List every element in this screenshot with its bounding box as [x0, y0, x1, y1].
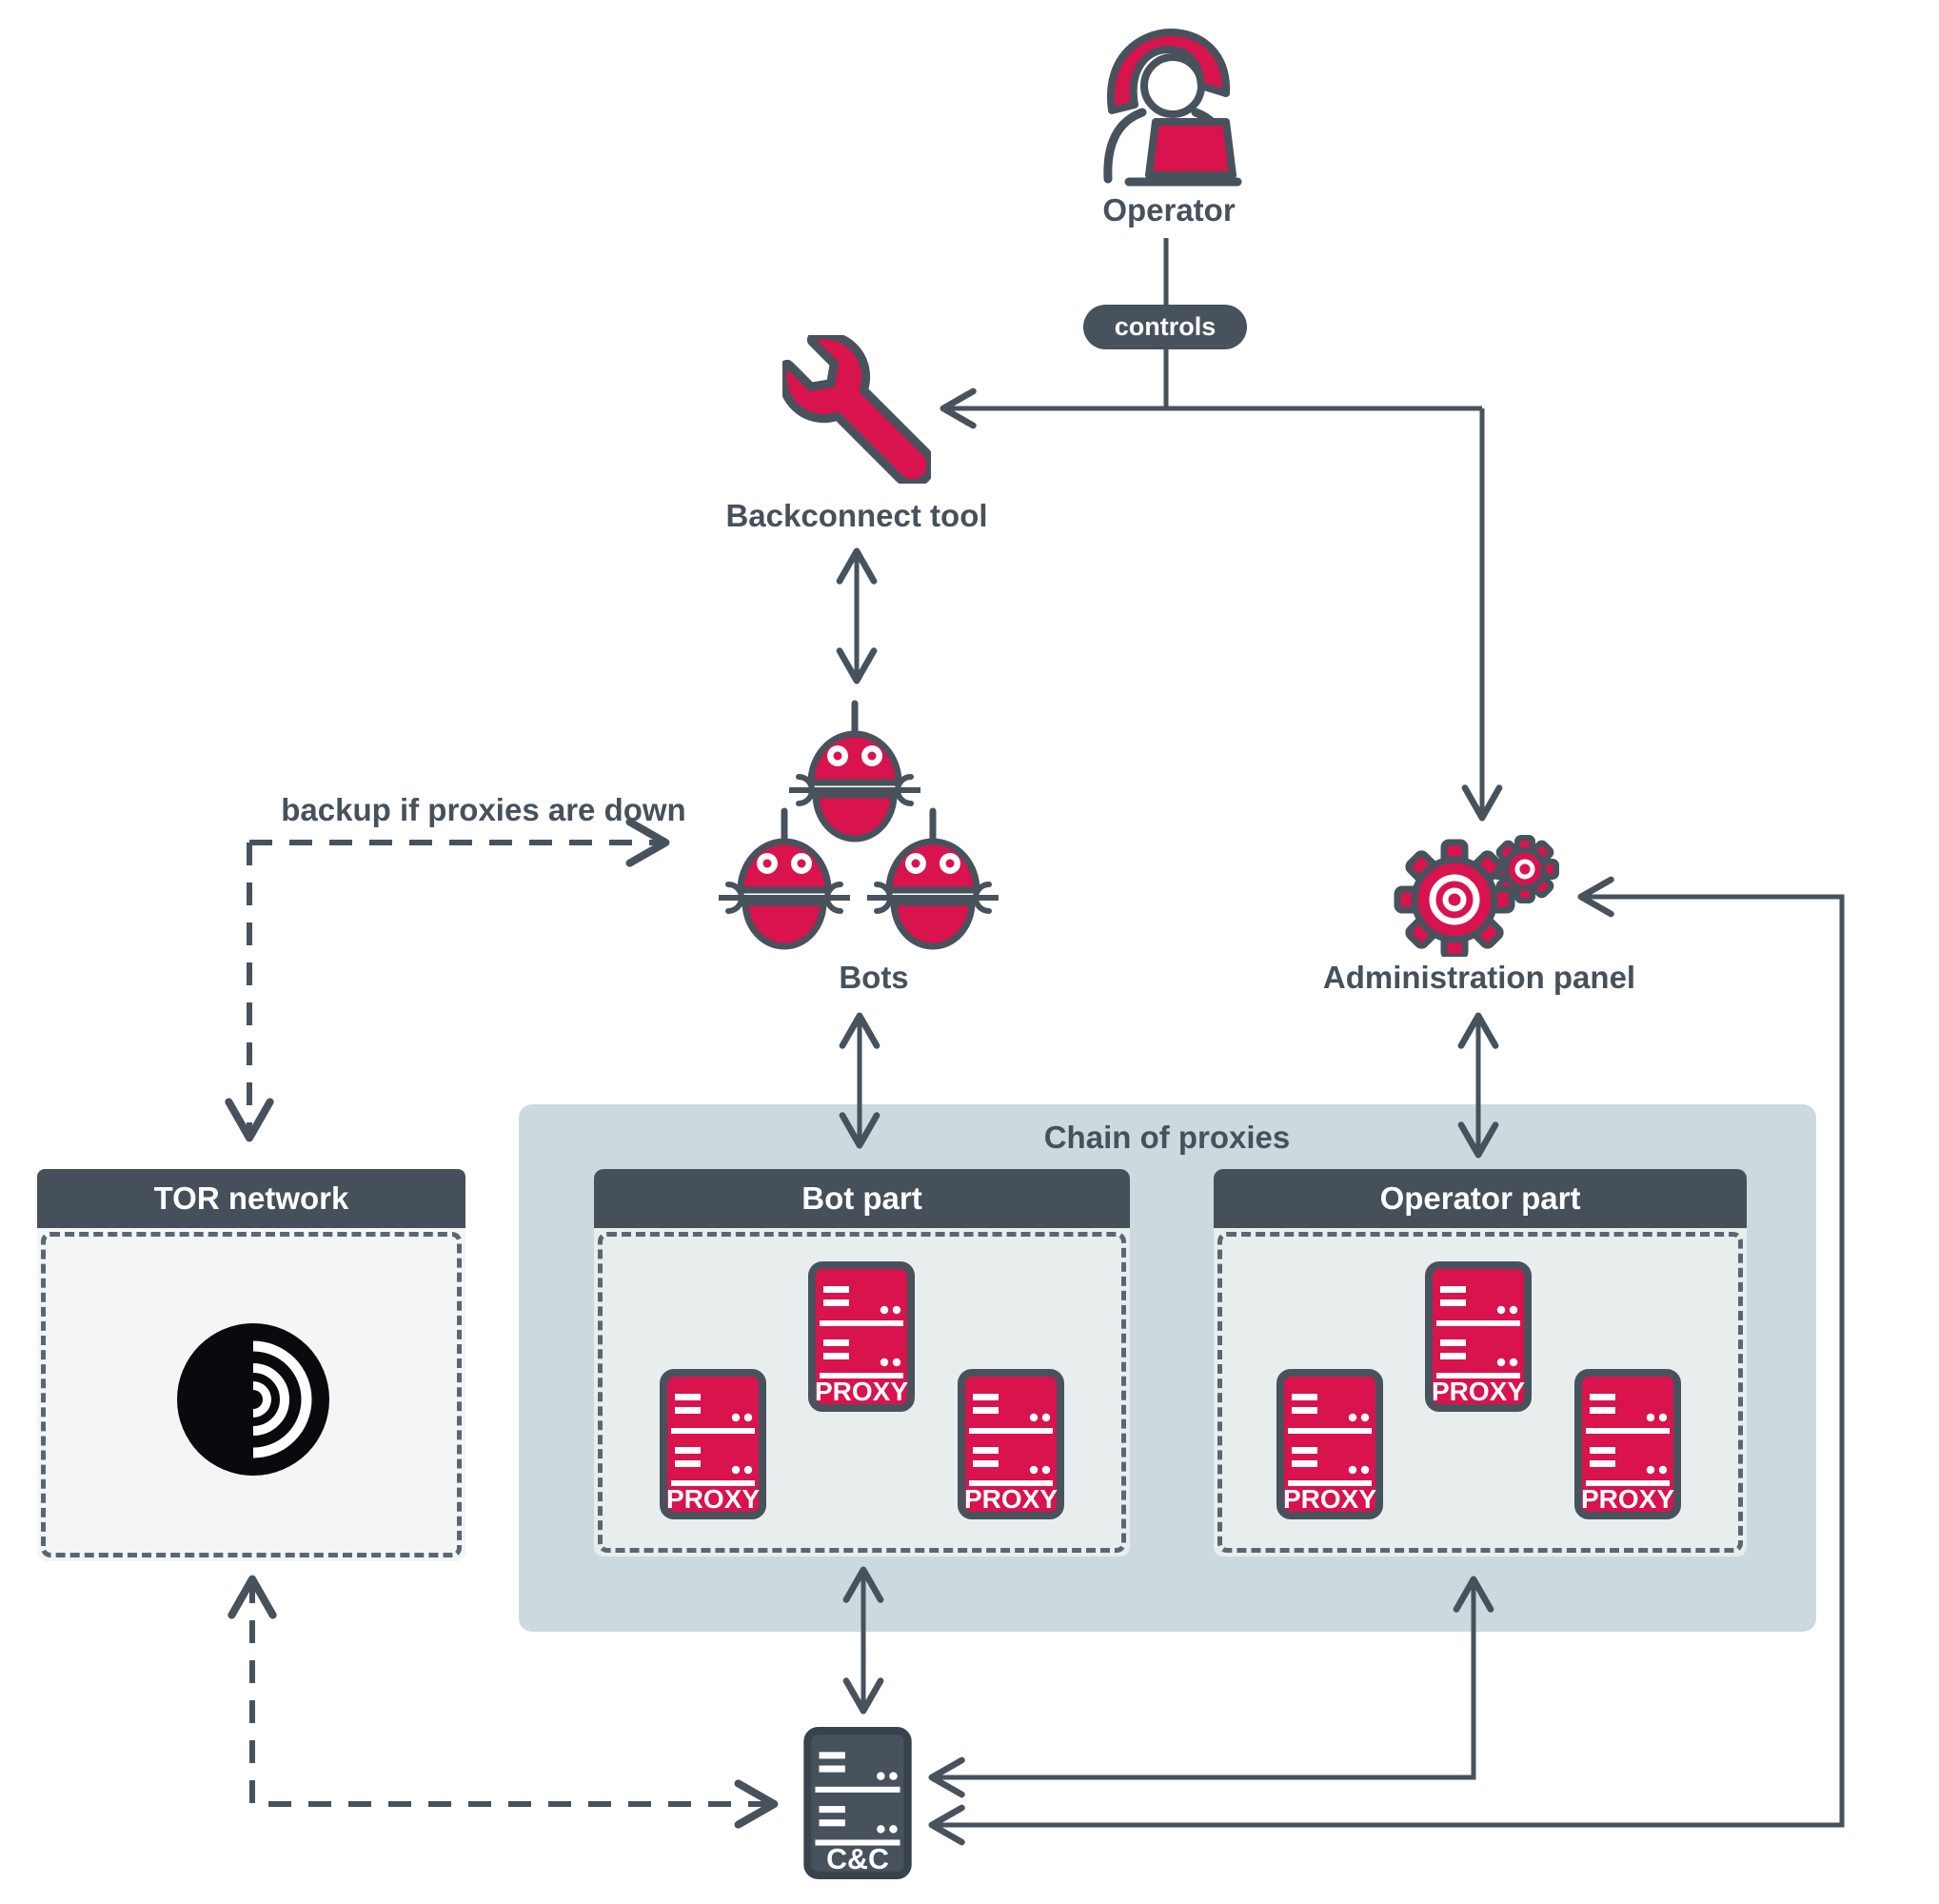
cnc-label: C&C [826, 1844, 889, 1875]
bots-icon [704, 700, 1019, 966]
backup-note: backup if proxies are down [281, 792, 686, 827]
proxy-label: PROXY [666, 1484, 760, 1514]
proxy-label: PROXY [1432, 1377, 1525, 1406]
proxy-server-icon: PROXY [957, 1368, 1065, 1520]
cnc-server-icon: C&C [803, 1727, 912, 1879]
gears-icon [1385, 809, 1575, 957]
proxy-label: PROXY [964, 1484, 1058, 1514]
proxy-label: PROXY [1283, 1484, 1376, 1514]
arrow-cnc-admin-loop [928, 876, 1845, 1846]
tor-browser-logo-icon [177, 1323, 329, 1476]
controls-badge: controls [1083, 305, 1247, 349]
proxy-server-icon: PROXY [1424, 1260, 1533, 1413]
proxy-server-icon: PROXY [659, 1368, 767, 1520]
bot-part-header: Bot part [594, 1169, 1130, 1228]
administration-panel-label: Administration panel [1322, 960, 1636, 995]
proxy-server-icon: PROXY [1573, 1368, 1682, 1520]
chain-of-proxies-title: Chain of proxies [1043, 1120, 1291, 1155]
arrow-tor-cnc [228, 1575, 779, 1829]
bots-label: Bots [839, 960, 909, 995]
tor-network-dashed-border [41, 1232, 462, 1557]
proxy-label: PROXY [815, 1377, 908, 1406]
arrow-operatorpart-cnc [928, 1576, 1494, 1798]
proxy-server-icon: PROXY [1276, 1368, 1384, 1520]
operator-hacker-icon [1103, 29, 1242, 187]
operator-part-header: Operator part [1214, 1169, 1747, 1228]
wrench-icon [782, 335, 931, 484]
backconnect-tool-label: Backconnect tool [725, 498, 988, 533]
tor-network-header: TOR network [37, 1169, 465, 1228]
proxy-label: PROXY [1581, 1484, 1674, 1514]
proxy-server-icon: PROXY [807, 1260, 916, 1413]
operator-label: Operator [1102, 192, 1236, 228]
